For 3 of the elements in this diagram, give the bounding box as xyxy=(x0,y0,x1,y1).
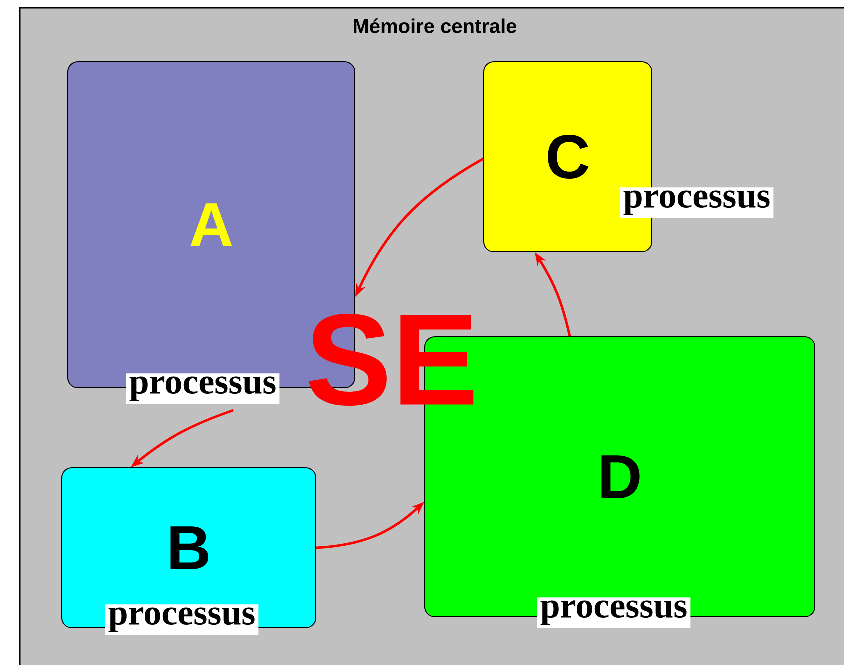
node-label: processus xyxy=(624,190,770,216)
process-box: C processus xyxy=(484,62,774,252)
process-box: B processus xyxy=(62,468,316,636)
